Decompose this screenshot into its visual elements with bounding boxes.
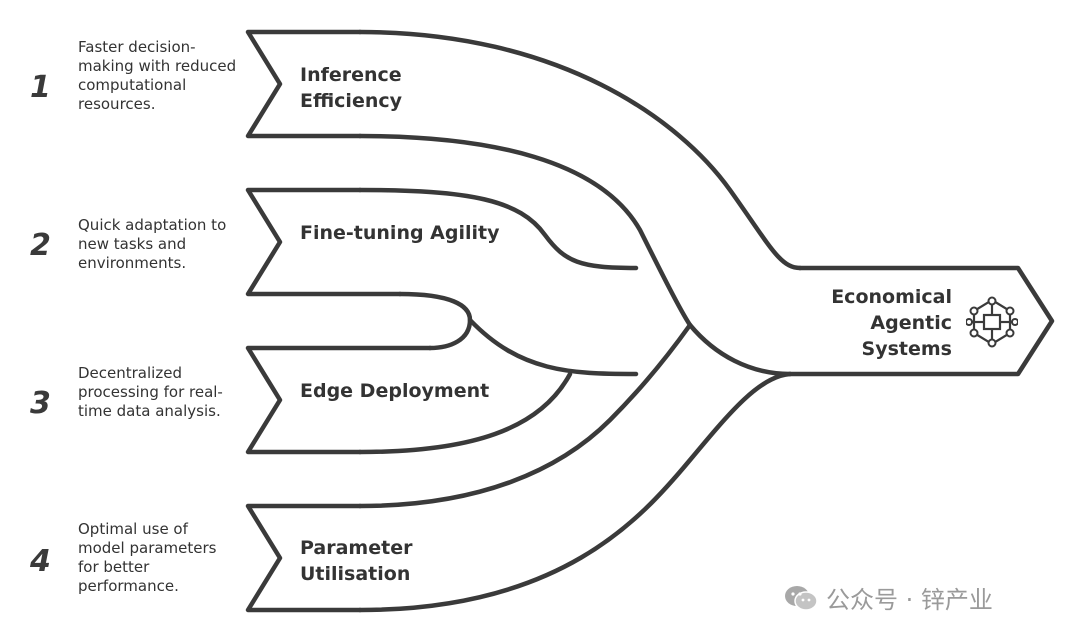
arrow-inference-efficiency <box>245 29 363 139</box>
wechat-icon <box>785 585 818 611</box>
step-3-number: 3 <box>30 386 51 421</box>
step-4-number: 4 <box>30 544 51 579</box>
watermark-text: 公众号 · 锌产业 <box>826 586 993 614</box>
step-2-description: Quick adaptation to new tasks and enviro… <box>78 216 227 272</box>
step-2-number: 2 <box>30 228 51 263</box>
output-arrow <box>787 265 1055 377</box>
step-4-description: Optimal use of model parameters for bett… <box>78 520 217 595</box>
arrow-fine-tuning-agility <box>245 187 403 297</box>
target-title: Economical Agentic Systems <box>831 286 952 360</box>
step-1-title: Inference Efficiency <box>300 64 403 112</box>
stream-2-top <box>357 187 639 271</box>
step-3-description: Decentralized processing for real-time d… <box>78 364 223 420</box>
step-3-title: Edge Deployment <box>300 380 490 402</box>
stream-1-bottom <box>357 133 693 328</box>
step-4-title: Parameter Utilisation <box>300 537 413 585</box>
stream-3-top <box>467 317 639 377</box>
watermark: 公众号 · 锌产业 <box>784 580 993 615</box>
stream-1-top <box>357 29 803 271</box>
step-2-title: Fine-tuning Agility <box>300 222 500 244</box>
stream-4-bottom <box>357 371 793 613</box>
step-1-number: 1 <box>30 70 51 105</box>
stream-merge <box>687 322 793 377</box>
arrow-edge-deployment <box>245 345 433 455</box>
stream-4-top <box>357 322 693 509</box>
network-hub-icon <box>966 296 1018 348</box>
step-1-description: Faster decision-making with reduced comp… <box>78 38 237 113</box>
stream-3-bottom <box>357 371 573 455</box>
arrow-parameter-utilisation <box>245 503 363 613</box>
stream-2-to-3 <box>397 291 473 351</box>
